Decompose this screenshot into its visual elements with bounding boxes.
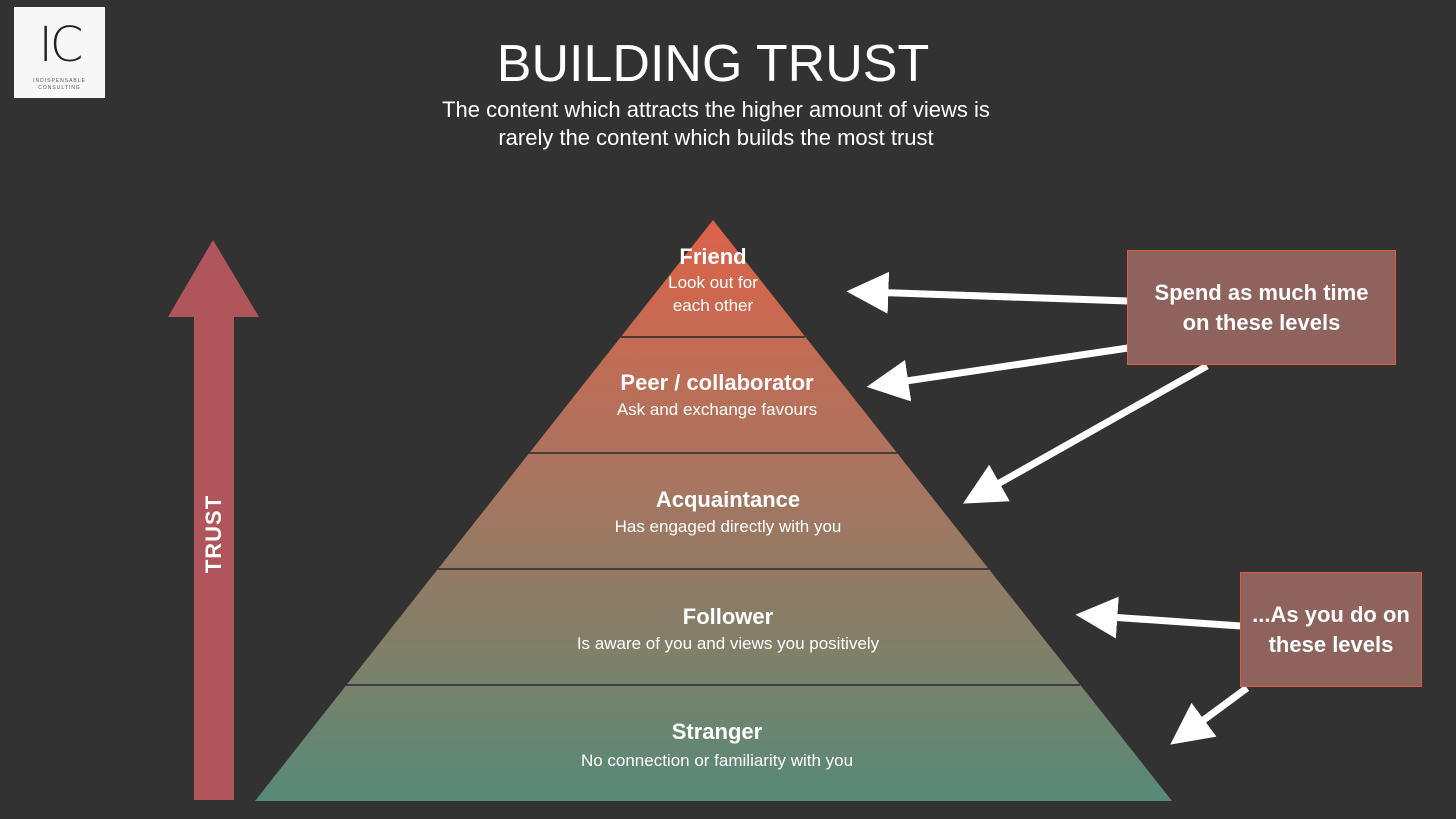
- level-friend-desc-line1: Look out for: [668, 273, 758, 292]
- callout-bottom-line2: these levels: [1268, 631, 1394, 657]
- level-friend-desc-line2: each other: [672, 296, 754, 315]
- level-friend-name: Friend: [679, 244, 747, 269]
- level-follower-name: Follower: [682, 604, 774, 629]
- callout-bottom-line1: ...As you do on: [1252, 601, 1410, 627]
- level-follower-desc: Is aware of you and views you positively: [576, 634, 880, 653]
- pointer-arrow-acquaintance: [962, 362, 1209, 504]
- subtitle-line2: rarely the content which builds the most…: [498, 125, 934, 150]
- callout-top-levels: Spend as much time on these levels: [1127, 250, 1396, 365]
- page-subtitle: The content which attracts the higher am…: [0, 96, 1432, 152]
- level-stranger-desc: No connection or familiarity with you: [580, 751, 854, 770]
- logo-text-line1: INDISPENSABLE: [33, 78, 86, 84]
- callout-top-line1: Spend as much time: [1154, 279, 1369, 305]
- logo-text-line2: CONSULTING: [38, 85, 81, 91]
- pointer-arrow-friend: [846, 271, 1129, 314]
- callout-top-line2: on these levels: [1182, 309, 1341, 335]
- page-title: BUILDING TRUST: [496, 35, 930, 93]
- pointer-arrow-follower: [1075, 596, 1242, 639]
- level-stranger-name: Stranger: [671, 719, 763, 744]
- pointer-arrow-peer: [866, 344, 1129, 402]
- level-acquaintance-name: Acquaintance: [655, 487, 801, 512]
- level-peer-name: Peer / collaborator: [620, 370, 814, 395]
- logo: IC INDISPENSABLE CONSULTING: [14, 7, 105, 98]
- trust-arrow: [168, 240, 259, 800]
- trust-axis-text: TRUST: [201, 494, 226, 574]
- pyramid: [255, 220, 1172, 801]
- pointer-arrow-stranger: [1170, 685, 1250, 745]
- level-peer-desc: Ask and exchange favours: [616, 400, 818, 419]
- subtitle-line1: The content which attracts the higher am…: [442, 97, 990, 122]
- callout-bottom-levels: ...As you do on these levels: [1240, 572, 1422, 687]
- logo-mark: IC: [38, 17, 84, 73]
- level-acquaintance-desc: Has engaged directly with you: [614, 517, 842, 536]
